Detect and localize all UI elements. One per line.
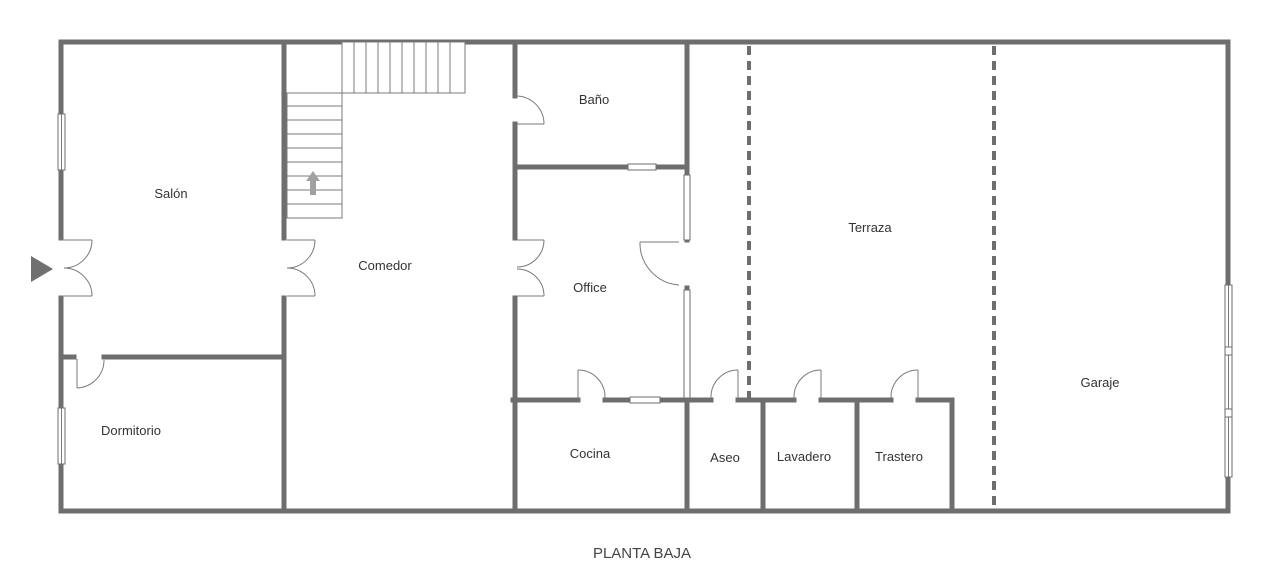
room-label-terraza: Terraza — [848, 220, 892, 235]
room-label-dormitorio: Dormitorio — [101, 423, 161, 438]
outer-walls — [58, 39, 1231, 514]
interior-walls — [58, 39, 955, 514]
dashed-partitions — [747, 46, 996, 508]
room-labels: Salón Comedor Baño Office Terraza Garaje… — [101, 92, 1120, 465]
room-label-salon: Salón — [154, 186, 187, 201]
room-label-aseo: Aseo — [710, 450, 740, 465]
room-label-cocina: Cocina — [570, 446, 611, 461]
entrance-arrow-icon — [31, 256, 53, 282]
doors — [61, 95, 919, 399]
room-label-trastero: Trastero — [875, 449, 923, 464]
room-label-office: Office — [573, 280, 607, 295]
staircase — [286, 41, 466, 219]
windows — [57, 113, 1233, 478]
room-label-garaje: Garaje — [1080, 375, 1119, 390]
plan-title: PLANTA BAJA — [593, 545, 691, 562]
stair-arrow-icon — [306, 171, 320, 195]
room-label-bano: Baño — [579, 92, 609, 107]
room-label-lavadero: Lavadero — [777, 449, 831, 464]
room-label-comedor: Comedor — [358, 258, 412, 273]
